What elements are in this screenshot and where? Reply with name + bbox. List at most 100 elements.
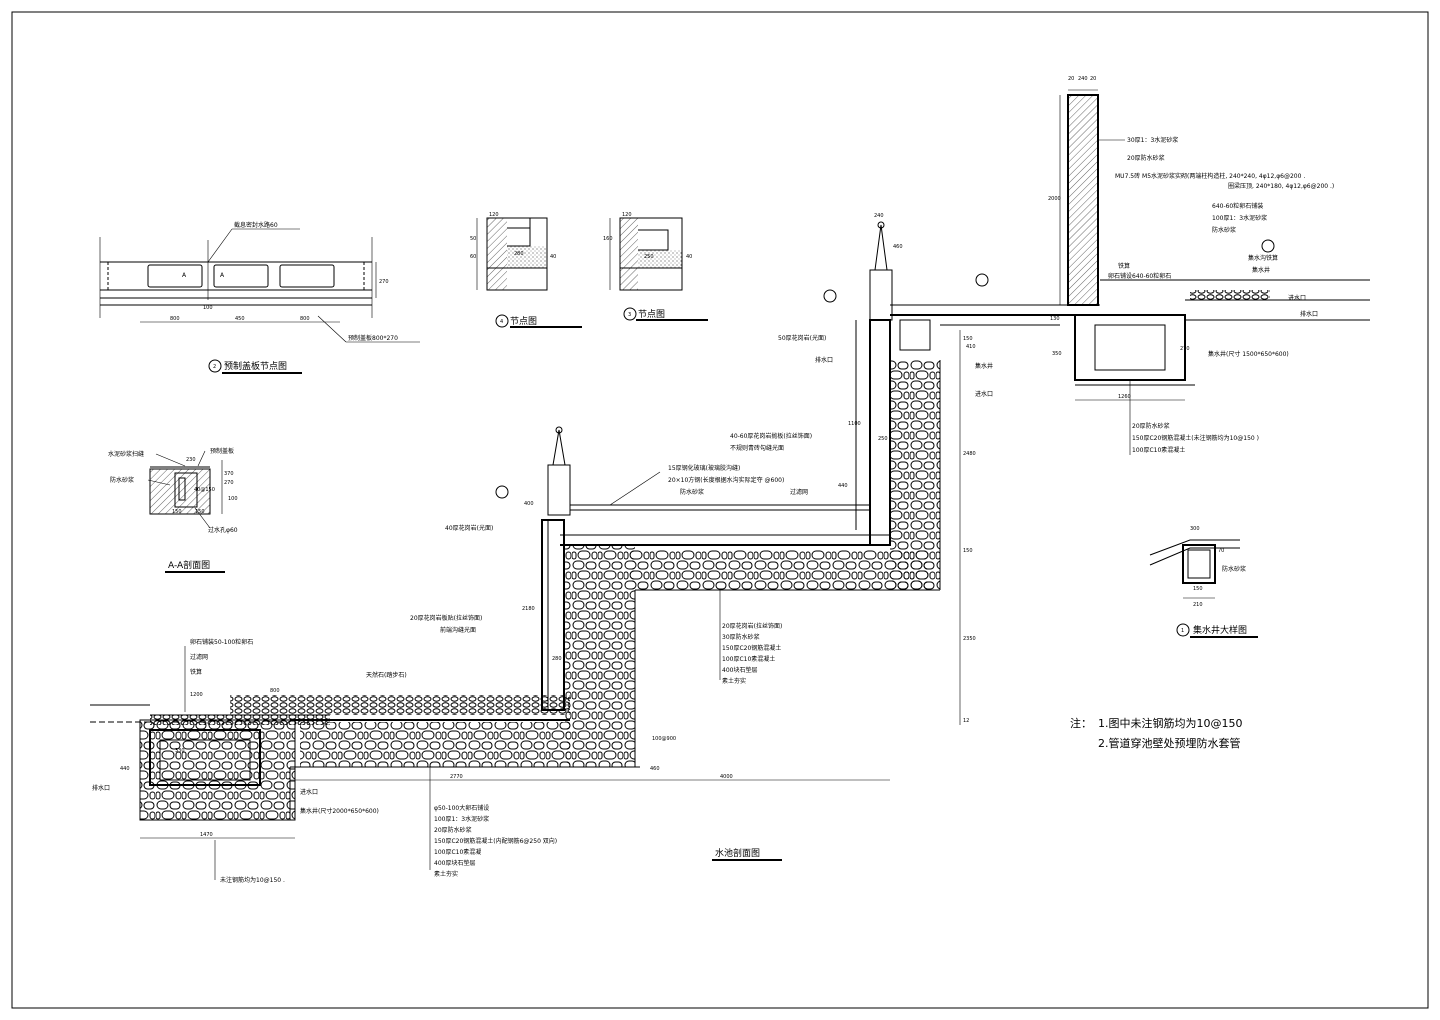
dim: 440 [120,766,130,772]
layer-label: 100厚C10素混凝土 [722,655,775,663]
main-label: 15厚钢化玻璃(玻璃胶沟缝) [668,464,740,472]
dim: 1100 [848,421,861,427]
dim: 130 [1050,316,1060,322]
dim: 2480 [963,451,976,457]
dim: 2770 [450,774,463,780]
detail2-label-top: 截息密封水路60 [234,221,278,229]
detail3-node: 120 250 160 40 3 节点图 [603,212,708,321]
right-label: MU7.5砖 M5水泥砂浆实砌(两端柱构造柱, 240*240, 4φ12,φ6… [1115,172,1305,180]
layer-label: 100厚C10素混凝 [434,848,481,856]
dim: 150 [172,509,182,515]
dim: 300 [1190,526,1200,532]
dim: 400 [524,501,534,507]
main-label: 集水井 [975,362,993,370]
dim: 350 [1052,351,1062,357]
dim: 12 [963,718,969,724]
dim: 160 [603,236,613,242]
dim: 280 [514,251,524,257]
right-label: 集水沟铁算 [1248,254,1278,262]
main-label: 铁算 [190,668,202,676]
detail4-node: 120 280 50 60 40 节点图 4 节点图 [470,212,582,328]
right-label: 铁算 [1118,262,1130,270]
dim: 2000 [1048,196,1061,202]
right-label: 集水井 [1252,266,1270,274]
layer-label: 150厚C20钢筋混凝土(内配钢筋6@250 双向) [434,837,557,845]
dim: 800 [170,316,180,322]
layer-label: 30厚防水砂浆 [722,633,760,641]
right-label: 卵石铺设640-60粒卵石 [1108,272,1171,280]
dim: 70 [1218,548,1224,554]
main-label: 未注钢筋均为10@150 . [220,876,285,884]
layer-label: 400块石垫层 [722,666,757,674]
dim: 2350 [963,636,976,642]
layer-label: 素土夯实 [722,677,746,685]
dim: 330 [175,748,185,754]
layer-label: 100厚1：3水泥砂浆 [434,815,489,823]
aa-label: 过水孔φ60 [208,526,238,534]
dim: 50 [470,236,476,242]
main-label: 排水口 [815,356,833,364]
main-label: 进水口 [300,788,318,796]
dim: 1200 [190,692,203,698]
main-label: 进水口 [975,390,993,398]
aa-label: 水泥砂浆扫缝 [108,450,144,458]
dim: 270 [224,480,234,486]
main-section-title: 水池剖面图 [715,847,760,859]
notes-line2: 2.管道穿池壁处预埋防水套管 [1098,736,1241,750]
main-label: 40厚花岗岩(光面) [445,524,493,532]
main-label: 40-60厚花岗岩抛板(拉丝饰面) [730,432,812,440]
main-label: 前端沟缝光面 [440,626,476,634]
notes-prefix: 注： [1070,716,1092,730]
right-label: 防水砂浆 [1212,226,1236,234]
detail2-cover-plate: A A 截息密封水路60 800 450 800 100 270 预制盖板800… [99,221,420,374]
right-label: 进水口 [1288,294,1306,302]
right-label: 集水井(尺寸 1500*650*600) [1208,350,1289,358]
dim: 250 [644,254,654,260]
detail4-title: 节点图 [510,316,537,327]
dim: 150 [963,548,973,554]
dim: 270 [1180,346,1190,352]
main-label: 天然石(踏步石) [366,671,407,679]
right-label: 20厚防水砂浆 [1132,422,1170,430]
main-label: 排水口 [92,784,110,792]
dim: 410 [966,344,976,350]
layer-label: 400厚块石垫层 [434,859,475,867]
dim: 230 [186,457,196,463]
detail3-number: 3 [628,312,631,318]
dim: 120 [622,212,632,218]
section-aa-title: A-A剖面图 [168,559,210,571]
dim: 120 [489,212,499,218]
right-label: 150厚C20钢筋混凝土(未注钢筋均为10@150 ) [1132,434,1259,442]
dim: 460 [650,766,660,772]
right-label: 排水口 [1300,310,1318,318]
dim: 100 [228,496,238,502]
layer-label: 20厚防水砂浆 [434,826,472,834]
main-pool-section: 卵石铺装50-100粒卵石 过滤网 铁算 集水井(尺寸2000*650*600)… [90,94,1370,884]
svg-text:4: 4 [500,319,503,325]
dim: 1470 [200,832,213,838]
right-label: 20厚防水砂浆 [1127,154,1165,162]
right-label: 640-60粒卵石铺装 [1212,202,1263,210]
aa-label: 预制盖板 [210,447,234,455]
dim: 1260 [1118,394,1131,400]
dim: 370 [224,471,234,477]
main-label: 集水井(尺寸2000*650*600) [300,807,379,815]
dim: 800 [300,316,310,322]
dim: 240 [874,213,884,219]
dim: 150 [1193,586,1203,592]
dim: 240 [1078,76,1088,82]
main-label: 20×10方钢(长度根据水沟实际定夺 @600) [668,476,784,484]
layer-label: 20厚花岗岩(拉丝饰面) [722,622,782,630]
dim: 450 [235,316,245,322]
dim: 20 [1068,76,1074,82]
dim: 440 [838,483,848,489]
dim: 40 [686,254,692,260]
dim: 100 [203,305,213,311]
detail3-title: 节点图 [638,309,665,320]
main-label: 过滤网 [190,653,208,661]
notes: 注： 1.图中未注钢筋均为10@150 2.管道穿池壁处预埋防水套管 [1070,716,1243,750]
notes-line1: 1.图中未注钢筋均为10@150 [1098,716,1243,730]
layer-label: φ50-100大卵石铺设 [434,804,489,812]
dim: 150 [963,336,973,342]
dim: 150 [195,509,205,515]
